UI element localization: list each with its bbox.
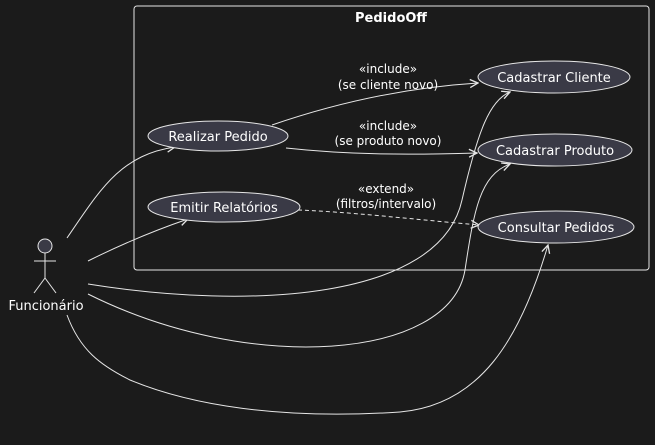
extend-consultar-stereotype: «extend» bbox=[358, 182, 414, 196]
use-case-label: Consultar Pedidos bbox=[498, 221, 615, 236]
actor-leg-left bbox=[33, 277, 46, 294]
include-cliente-condition: (se cliente novo) bbox=[338, 78, 438, 92]
assoc-cadastrar-cliente bbox=[87, 92, 510, 297]
use-case-cadastrar-cliente[interactable]: Cadastrar Cliente bbox=[477, 60, 631, 94]
actor-head bbox=[37, 238, 53, 254]
actor-associations bbox=[66, 92, 548, 415]
use-case-label: Cadastrar Cliente bbox=[497, 71, 611, 86]
include-produto-edge bbox=[285, 147, 477, 154]
system-title: PedidoOff bbox=[355, 11, 427, 26]
assoc-realizar-pedido bbox=[66, 147, 175, 239]
relation-labels: «include» (se cliente novo) «include» (s… bbox=[335, 62, 442, 211]
assoc-consultar-pedidos bbox=[66, 245, 548, 415]
include-produto-stereotype: «include» bbox=[359, 119, 417, 133]
use-case-emitir-relatorios[interactable]: Emitir Relatórios bbox=[147, 191, 301, 223]
use-case-label: Emitir Relatórios bbox=[170, 201, 278, 216]
use-case-realizar-pedido[interactable]: Realizar Pedido bbox=[147, 120, 289, 152]
extend-consultar-edge bbox=[297, 209, 479, 225]
actor-funcionario[interactable] bbox=[33, 238, 57, 294]
include-cliente-stereotype: «include» bbox=[359, 62, 417, 76]
use-case-consultar-pedidos[interactable]: Consultar Pedidos bbox=[477, 210, 635, 244]
assoc-cadastrar-produto bbox=[87, 164, 510, 348]
assoc-emitir-relatorios bbox=[87, 219, 188, 262]
extend-consultar-condition: (filtros/intervalo) bbox=[336, 197, 436, 211]
include-produto-condition: (se produto novo) bbox=[335, 134, 442, 148]
use-case-relations bbox=[271, 83, 479, 225]
actor-leg-right bbox=[44, 277, 57, 294]
system-boundary: PedidoOff bbox=[133, 5, 650, 271]
include-cliente-edge bbox=[271, 83, 478, 126]
use-case-label: Realizar Pedido bbox=[168, 130, 267, 145]
use-case-label: Cadastrar Produto bbox=[496, 144, 614, 159]
use-case-cadastrar-produto[interactable]: Cadastrar Produto bbox=[477, 133, 633, 167]
actor-label: Funcionário bbox=[8, 299, 83, 314]
